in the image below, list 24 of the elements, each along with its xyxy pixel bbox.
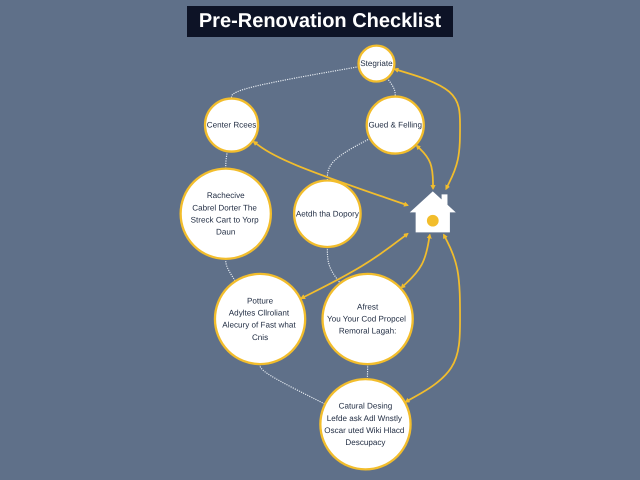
node-circle: Afrest You Your Cod Propcel Remoral Lagah:	[321, 272, 414, 366]
connector	[224, 258, 236, 282]
node-circle: Potture Adyltes Cllroliant Alecury of Fast what Cnis	[213, 272, 306, 366]
node-circle: Gued & Felling	[365, 95, 425, 155]
connector	[326, 138, 370, 180]
title: Pre-Renovation Checklist	[186, 6, 454, 37]
connector	[224, 151, 228, 169]
arrow	[415, 144, 436, 190]
node-house	[408, 189, 457, 234]
arrow	[252, 140, 408, 207]
arrow	[393, 68, 461, 190]
arrow	[404, 234, 461, 403]
node-circle: Catural Desing Lefde ask Adl Wnstly Oscar uted Wiki Hlacd Descupacy	[318, 378, 412, 471]
connector	[386, 78, 396, 97]
arrow	[300, 232, 408, 299]
connector	[230, 66, 359, 99]
connector	[326, 246, 340, 284]
arrow	[400, 234, 432, 289]
connector	[259, 364, 326, 405]
node-circle: Aetdh tha Dopory	[292, 179, 362, 248]
node-circle: Stegriate	[357, 44, 396, 83]
node-circle: Center Rcees	[204, 97, 259, 153]
node-circle: Rachecive Cabrel Dorter The Streck Cart to Yorp Daun	[179, 167, 272, 260]
connector	[366, 364, 368, 380]
